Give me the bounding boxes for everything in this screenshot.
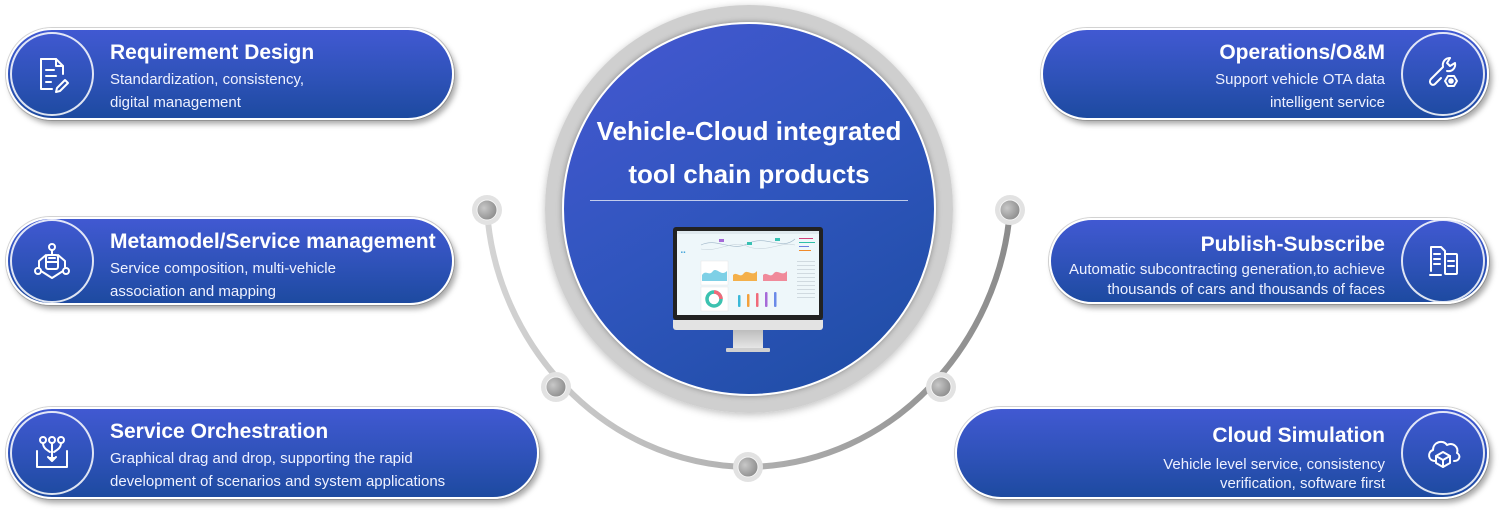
arc-node-top-right	[995, 195, 1025, 225]
arc-node-mid-left	[541, 372, 571, 402]
monitor-screen: ■ ■	[677, 231, 819, 315]
feature-desc-line2: thousands of cars and thousands of faces	[1107, 281, 1385, 298]
cloud-box-icon	[1401, 411, 1485, 495]
feature-desc-line2: development of scenarios and system appl…	[110, 473, 446, 490]
feature-title: Publish-Subscribe	[1200, 233, 1385, 256]
monitor-chin	[673, 320, 823, 330]
arc-node-bottom	[733, 452, 763, 482]
feature-text: Cloud Simulation Vehicle level service, …	[1163, 421, 1385, 493]
feature-desc-line1: Support vehicle OTA data	[1215, 71, 1385, 88]
center-title-line1: Vehicle-Cloud integrated	[596, 116, 902, 146]
feature-desc-line2: association and mapping	[110, 283, 276, 300]
arc-node-mid-right	[926, 372, 956, 402]
monitor-stand-neck	[733, 330, 763, 348]
feature-desc-line1: Graphical drag and drop, supporting the …	[110, 450, 413, 467]
document-edit-icon	[10, 32, 94, 116]
feature-text: Requirement Design Standardization, cons…	[110, 38, 314, 114]
vehicle-network-icon	[10, 219, 94, 303]
feature-title: Cloud Simulation	[1212, 424, 1385, 447]
feature-service-orchestration[interactable]: Service Orchestration Graphical drag and…	[6, 407, 539, 499]
feature-metamodel-service-management[interactable]: Metamodel/Service management Service com…	[6, 217, 454, 305]
dashboard-monitor-illustration: ■ ■	[673, 227, 823, 357]
feature-text: Metamodel/Service management Service com…	[110, 227, 436, 303]
feature-desc-line2: verification, software first	[1219, 475, 1385, 492]
feature-text: Publish-Subscribe Automatic subcontracti…	[1069, 230, 1385, 300]
center-title-line2: tool chain products	[628, 159, 870, 189]
feature-title: Operations/O&M	[1219, 41, 1385, 64]
svg-text:■ ■: ■ ■	[681, 250, 686, 254]
center-title: Vehicle-Cloud integrated tool chain prod…	[565, 110, 933, 196]
feature-text: Operations/O&M Support vehicle OTA data …	[1215, 38, 1385, 114]
feature-requirement-design[interactable]: Requirement Design Standardization, cons…	[6, 28, 454, 120]
feature-text: Service Orchestration Graphical drag and…	[110, 417, 445, 493]
feature-desc-line1: Automatic subcontracting generation,to a…	[1068, 261, 1385, 278]
feature-desc-line2: digital management	[110, 94, 241, 111]
feature-operations-om[interactable]: Operations/O&M Support vehicle OTA data …	[1041, 28, 1489, 120]
feature-title: Service Orchestration	[110, 420, 329, 443]
feature-desc-line2: intelligent service	[1269, 94, 1385, 111]
dashboard-graphic: ■ ■	[677, 231, 819, 312]
wrench-nut-icon	[1401, 32, 1485, 116]
feature-title: Requirement Design	[110, 41, 315, 64]
feature-title: Metamodel/Service management	[110, 230, 436, 253]
documents-icon	[1401, 219, 1485, 303]
merge-flow-icon	[10, 411, 94, 495]
feature-cloud-simulation[interactable]: Cloud Simulation Vehicle level service, …	[955, 407, 1489, 499]
feature-publish-subscribe[interactable]: Publish-Subscribe Automatic subcontracti…	[1049, 218, 1489, 304]
feature-desc-line1: Service composition, multi-vehicle	[110, 260, 336, 277]
center-divider	[590, 200, 908, 201]
monitor-stand-base	[726, 348, 770, 352]
arc-node-top-left	[472, 195, 502, 225]
feature-desc-line1: Vehicle level service, consistency	[1163, 456, 1385, 473]
feature-desc-line1: Standardization, consistency,	[110, 71, 304, 88]
